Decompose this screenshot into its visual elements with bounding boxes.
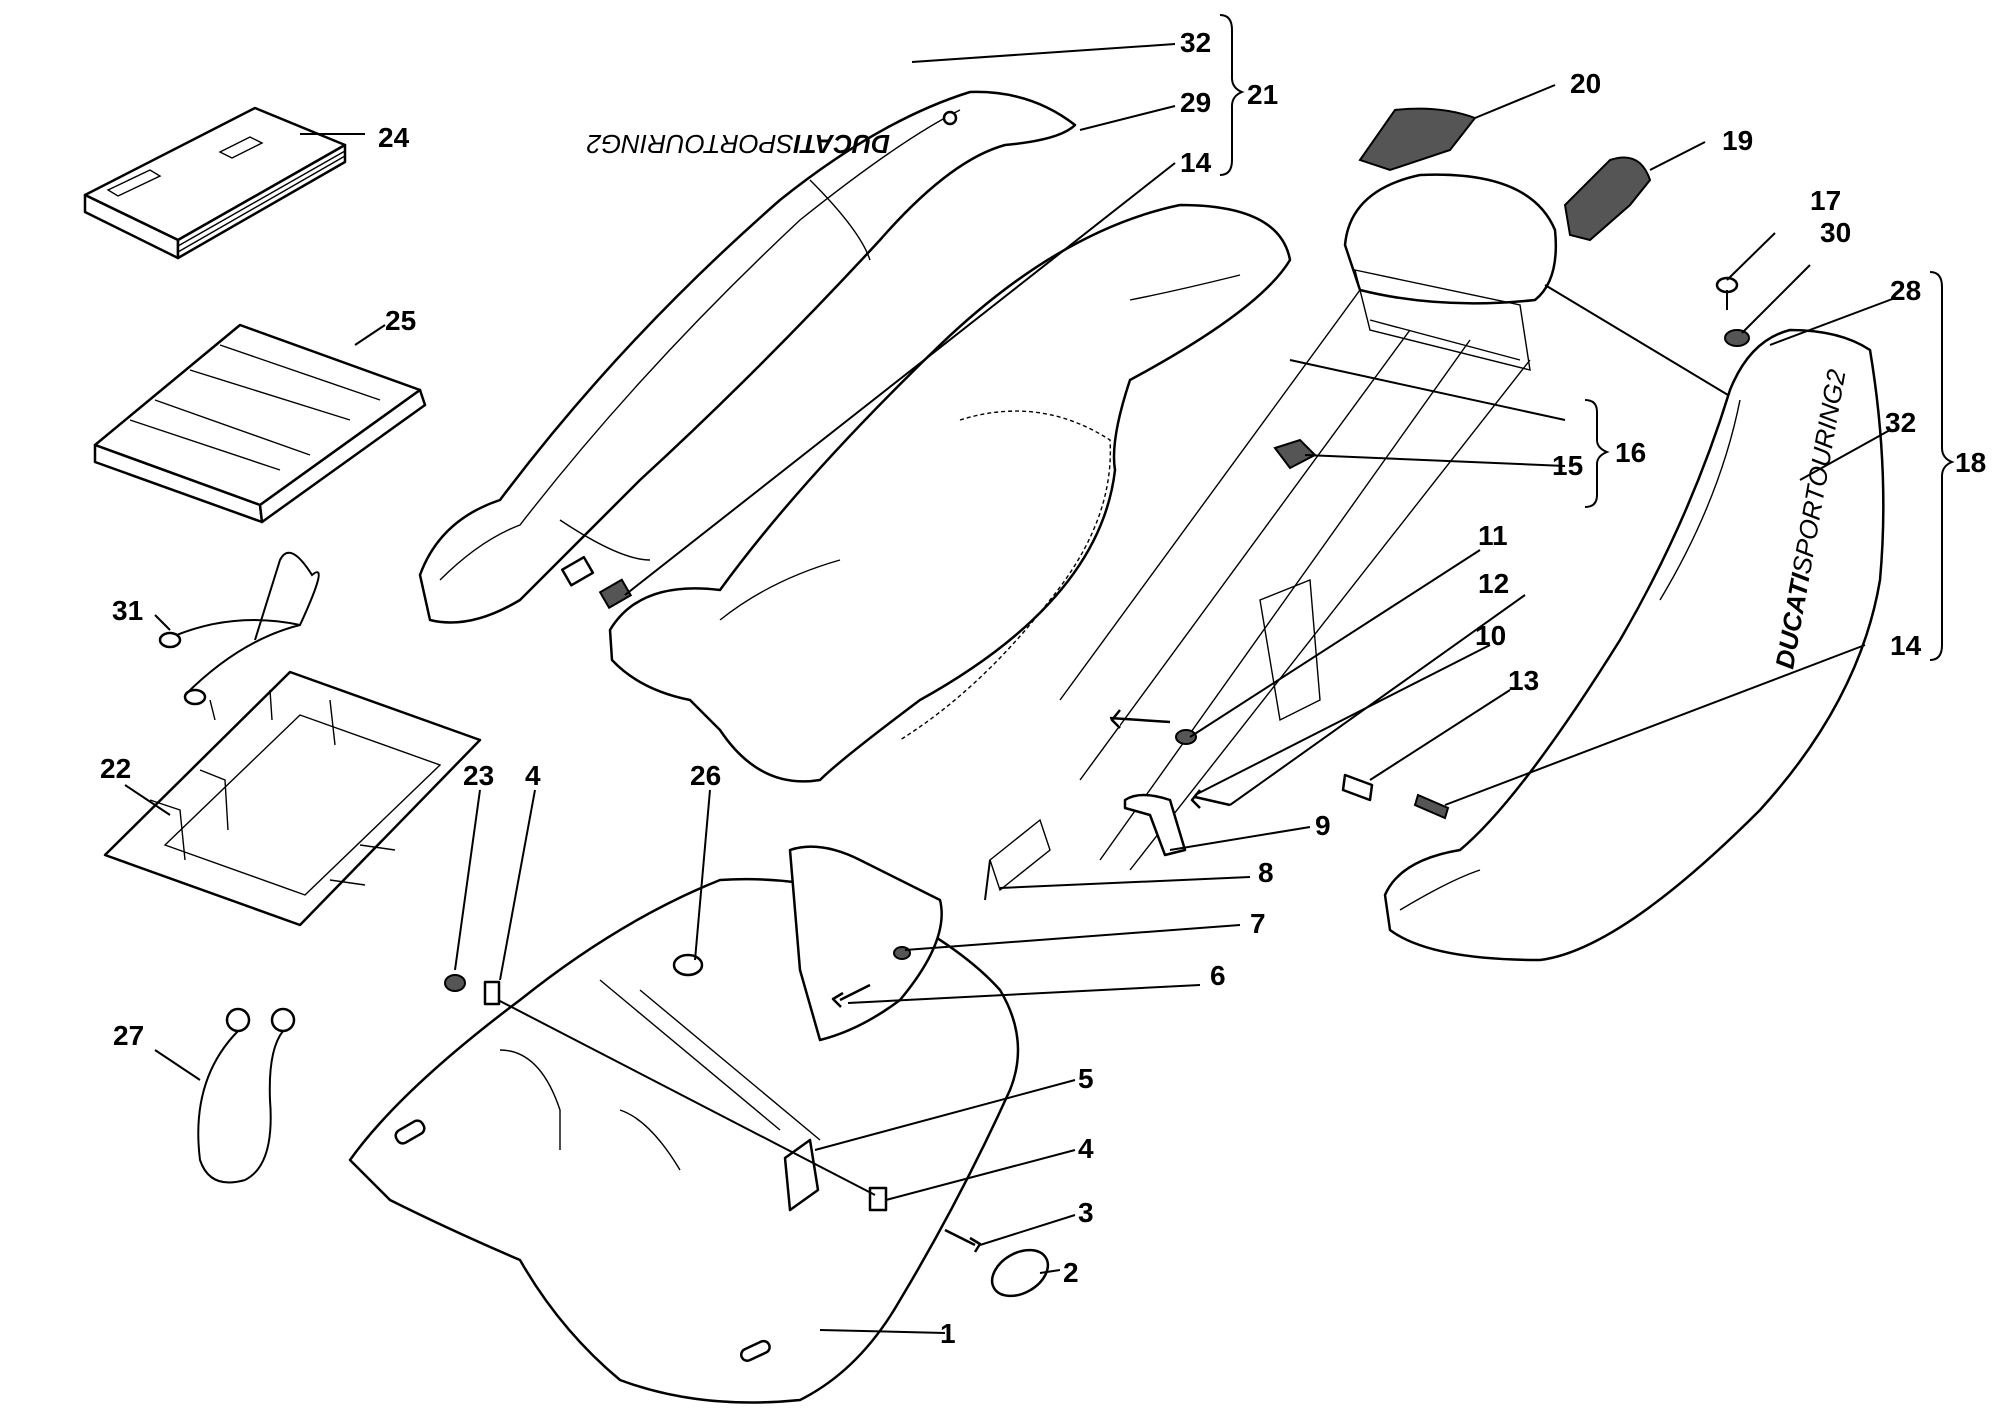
- callout-17: 17: [1810, 185, 1841, 216]
- callout-6: 6: [1210, 960, 1226, 991]
- callout-14b: 14: [1890, 630, 1922, 661]
- part-21-seat-cover: [418, 90, 1077, 624]
- bracket-16: [1584, 399, 1610, 508]
- bracket-21: [1219, 14, 1245, 176]
- callout-25: 25: [385, 305, 416, 336]
- callout-7: 7: [1250, 908, 1266, 939]
- callout-5: 5: [1078, 1063, 1094, 1094]
- part-1-undertray: [348, 845, 1020, 1404]
- callout-16: 16: [1615, 437, 1646, 468]
- callout-12: 12: [1478, 568, 1509, 599]
- brand-text-left: DUCATISPORTOURING2: [586, 129, 890, 159]
- part-6-screw: [831, 983, 871, 1008]
- part-19-grab-handle: [1563, 156, 1652, 242]
- callout-8: 8: [1258, 857, 1274, 888]
- part-23-nut: [444, 974, 466, 992]
- part-17-screw: [1715, 276, 1739, 310]
- part-4-clip-upper: [483, 980, 501, 1006]
- callout-1: 1: [940, 1318, 956, 1349]
- part-15-clip: [1273, 438, 1317, 470]
- callout-9: 9: [1315, 810, 1331, 841]
- callout-15: 15: [1552, 450, 1583, 481]
- part-27-earth-cable: [197, 1007, 296, 1184]
- callout-28: 28: [1890, 275, 1921, 306]
- part-3-screw: [944, 1228, 982, 1253]
- part-30-washer: [1724, 329, 1750, 347]
- part-25-tool-pouch: [93, 323, 427, 524]
- part-4-clip-lower: [868, 1186, 888, 1212]
- callout-labels: 1 2 3 4 4 5 6 7 8 9 10 11 12 13 14 14 15…: [100, 27, 1986, 1349]
- callout-10: 10: [1475, 620, 1506, 651]
- main-seat: [608, 203, 1292, 783]
- callout-3: 3: [1078, 1197, 1094, 1228]
- callout-32a: 32: [1180, 27, 1211, 58]
- callout-29: 29: [1180, 87, 1211, 118]
- part-7-washer: [893, 946, 911, 960]
- callout-4b: 4: [1078, 1133, 1094, 1164]
- part-31-elastic-strap: [158, 551, 320, 706]
- callout-22: 22: [100, 753, 131, 784]
- bracket-18: [1929, 271, 1955, 661]
- part-14-spacer-left: [560, 555, 633, 610]
- callout-31: 31: [112, 595, 143, 626]
- callout-2: 2: [1063, 1257, 1079, 1288]
- callout-27: 27: [113, 1020, 144, 1051]
- part-26-grommet: [672, 953, 704, 977]
- callout-24: 24: [378, 122, 410, 153]
- rear-subframe: [1059, 173, 1557, 871]
- part-20-grab-handle: [1358, 107, 1477, 172]
- callout-32b: 32: [1885, 407, 1916, 438]
- callout-11: 11: [1478, 520, 1508, 551]
- part-2-grommet: [990, 1248, 1050, 1298]
- brand-bold-left: DUCATI: [793, 129, 890, 159]
- part-18-tail-cover: [1383, 328, 1885, 962]
- callout-21: 21: [1247, 79, 1278, 110]
- callout-23: 23: [463, 760, 494, 791]
- callout-4a: 4: [525, 760, 541, 791]
- callout-20: 20: [1570, 68, 1601, 99]
- callout-19: 19: [1722, 125, 1753, 156]
- callout-14a: 14: [1180, 147, 1212, 178]
- part-22-storage-tray: [103, 670, 482, 927]
- hardware-parts-9-13: [1109, 709, 1450, 857]
- leader-lines: [124, 43, 1896, 1334]
- svg-text:DUCATISPORTOURING2: DUCATISPORTOURING2: [586, 129, 890, 159]
- part-5-fastener: [783, 1138, 820, 1212]
- part-8-bracket: [984, 818, 1051, 901]
- brand-regular-left: SPORTOURING2: [586, 129, 794, 159]
- callout-18: 18: [1955, 447, 1986, 478]
- callout-13: 13: [1508, 665, 1539, 696]
- callout-30: 30: [1820, 217, 1851, 248]
- callout-26: 26: [690, 760, 721, 791]
- part-24-owners-manual: [83, 106, 347, 260]
